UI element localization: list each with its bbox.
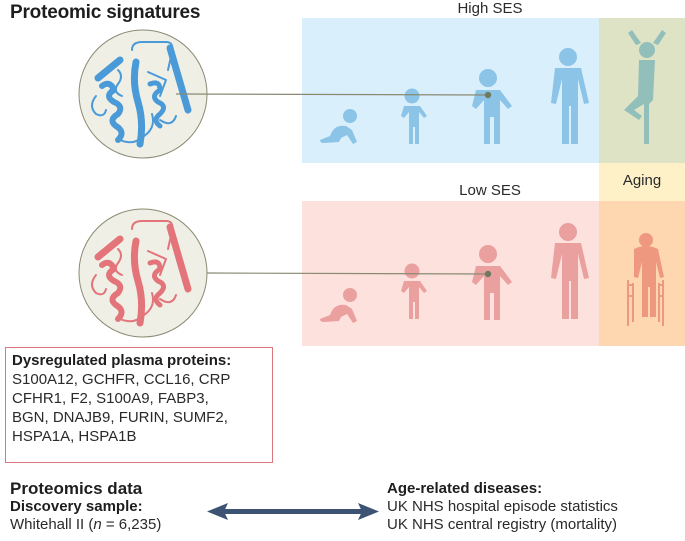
protein-structure-top-icon bbox=[91, 41, 192, 148]
protein-list-line: BGN, DNAJB9, FURIN, SUMF2, bbox=[12, 409, 228, 426]
dysregulated-header: Dysregulated plasma proteins: bbox=[12, 352, 232, 369]
toddler-icon bbox=[401, 88, 427, 144]
sample-prefix: Whitehall II ( bbox=[10, 516, 94, 533]
diseases-source: UK NHS hospital episode statistics bbox=[387, 498, 618, 515]
proteomics-heading: Proteomics data bbox=[10, 479, 143, 498]
protein-list-line: HSPA1A, HSPA1B bbox=[12, 428, 137, 445]
age-related-diseases-block: Age-related diseases: UK NHS hospital ep… bbox=[387, 480, 618, 534]
high-ses-figures bbox=[320, 48, 589, 144]
low-ses-figures bbox=[320, 223, 589, 323]
diseases-heading: Age-related diseases: bbox=[387, 480, 543, 497]
yoga-pose-icon bbox=[624, 30, 666, 144]
adult-icon bbox=[551, 223, 589, 319]
aging-label: Aging bbox=[622, 172, 662, 189]
elderly-walker-icon bbox=[627, 233, 664, 326]
protein-structure-bottom-icon bbox=[91, 220, 192, 327]
toddler-icon bbox=[401, 263, 427, 319]
bidirectional-arrow-icon bbox=[207, 503, 379, 520]
sample-size: = 6,235) bbox=[101, 516, 162, 533]
sample-description: Whitehall II (n = 6,235) bbox=[10, 516, 161, 534]
protein-list-line: CFHR1, F2, S100A9, FABP3, bbox=[12, 390, 209, 407]
aging-label-band bbox=[599, 163, 685, 201]
figure-title: Proteomic signatures bbox=[10, 2, 201, 23]
dysregulated-proteins-box: Dysregulated plasma proteins: S100A12, G… bbox=[5, 347, 273, 463]
infant-icon bbox=[320, 288, 357, 323]
adolescent-icon bbox=[472, 69, 512, 144]
infant-icon bbox=[320, 109, 357, 144]
protein-list-line: S100A12, GCHFR, CCL16, CRP bbox=[12, 371, 231, 388]
adolescent-icon bbox=[472, 245, 512, 320]
discovery-sample-label: Discovery sample: bbox=[10, 498, 143, 515]
proteomics-data-block: Proteomics data Discovery sample: Whiteh… bbox=[10, 480, 161, 534]
adult-icon bbox=[551, 48, 589, 144]
connector-top bbox=[175, 91, 492, 99]
high-ses-label: High SES bbox=[457, 0, 523, 17]
sample-n-symbol: n bbox=[93, 516, 102, 533]
low-ses-label: Low SES bbox=[459, 182, 521, 199]
connector-bottom bbox=[206, 270, 492, 278]
diseases-source: UK NHS central registry (mortality) bbox=[387, 516, 618, 533]
